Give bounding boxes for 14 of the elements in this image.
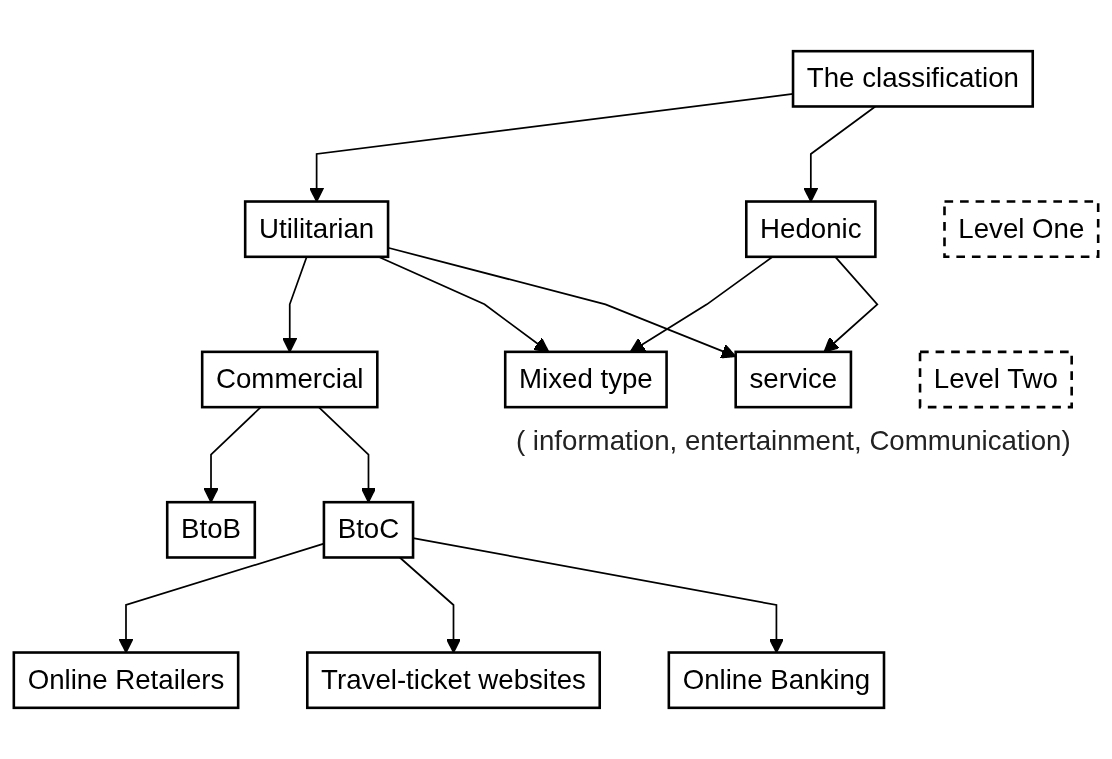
node-box: Level Two: [918, 350, 1073, 409]
node-box: Online Retailers: [12, 651, 240, 710]
node-box: service: [734, 350, 853, 409]
node-box: Level One: [943, 200, 1100, 259]
node-box: Utilitarian: [243, 200, 390, 259]
node-box: The classification: [791, 49, 1035, 108]
node-box: Commercial: [200, 350, 379, 409]
node-box: Travel-ticket websites: [306, 651, 601, 710]
node-label: ( information, entertainment, Communication): [515, 426, 1071, 456]
node-box: Hedonic: [745, 200, 877, 259]
node-box: Online Banking: [667, 651, 886, 710]
node-box: BtoB: [165, 500, 257, 559]
node-box: Mixed type: [503, 350, 668, 409]
node-box: BtoC: [322, 500, 415, 559]
